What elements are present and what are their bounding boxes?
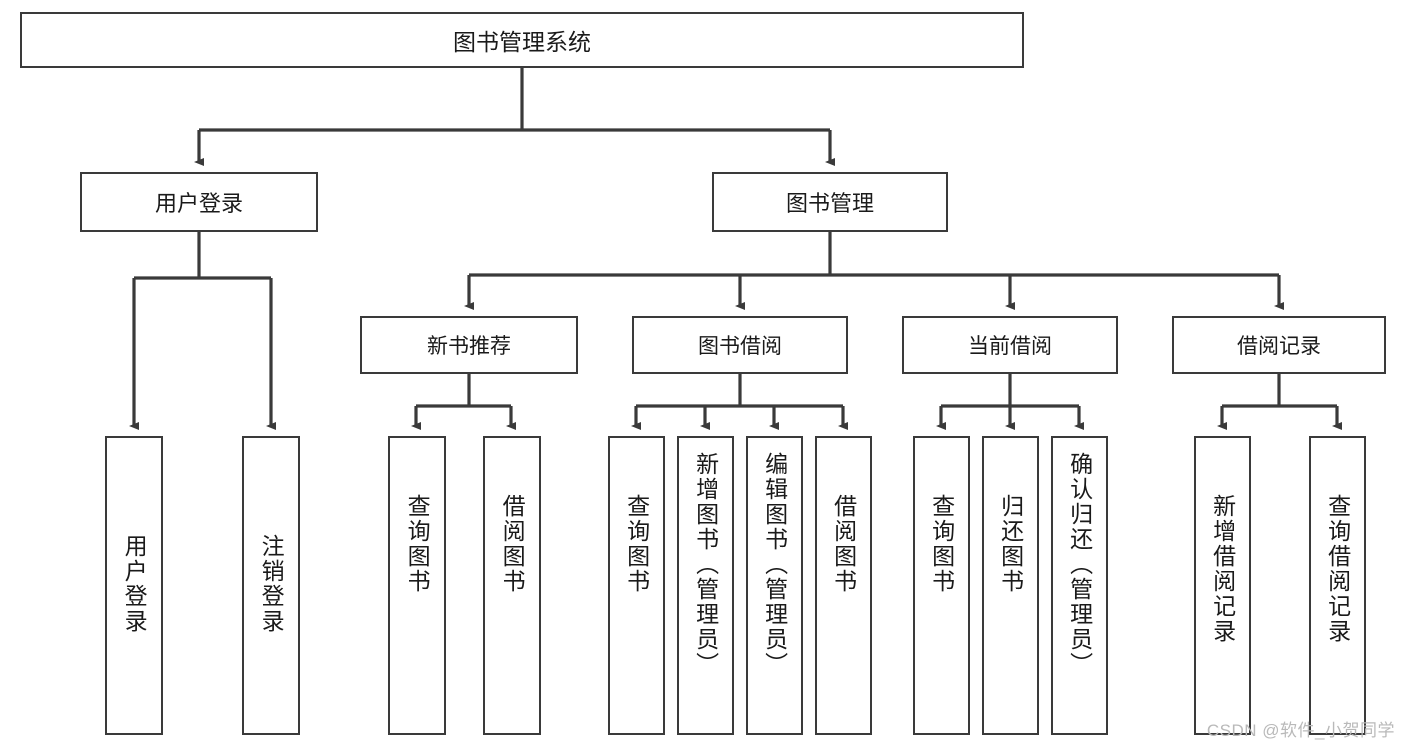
- leaf-user-login[interactable]: 用户登录: [105, 436, 163, 735]
- node-user-login-label: 用户登录: [154, 191, 243, 216]
- leaf-add-book-label: 新增图书（管理员）: [692, 452, 719, 677]
- leaf-logout[interactable]: 注销登录: [242, 436, 300, 735]
- watermark-text: CSDN @软件_小贺同学: [1206, 721, 1395, 740]
- leaf-edit-book[interactable]: 编辑图书（管理员）: [746, 436, 803, 735]
- leaf-borrow-book-1-label: 借阅图书: [499, 494, 526, 594]
- leaf-query-book-1[interactable]: 查询图书: [388, 436, 446, 735]
- node-root[interactable]: 图书管理系统: [20, 12, 1024, 68]
- node-current-borrow[interactable]: 当前借阅: [902, 316, 1118, 374]
- leaf-query-record-label: 查询借阅记录: [1324, 494, 1351, 644]
- node-current-borrow-label: 当前借阅: [968, 335, 1052, 358]
- leaf-confirm-return[interactable]: 确认归还（管理员）: [1051, 436, 1108, 735]
- leaf-return-book-label: 归还图书: [997, 494, 1024, 594]
- leaf-user-login-label: 用户登录: [121, 534, 148, 634]
- leaf-add-record-label: 新增借阅记录: [1209, 494, 1236, 644]
- leaf-query-book-2-label: 查询图书: [623, 494, 650, 594]
- leaf-confirm-return-label: 确认归还（管理员）: [1066, 452, 1093, 677]
- leaf-query-book-1-label: 查询图书: [404, 494, 431, 594]
- leaf-borrow-book-2-label: 借阅图书: [830, 494, 857, 594]
- leaf-add-book[interactable]: 新增图书（管理员）: [677, 436, 734, 735]
- node-book-borrow-label: 图书借阅: [698, 335, 782, 358]
- leaf-return-book[interactable]: 归还图书: [982, 436, 1039, 735]
- leaf-query-book-2[interactable]: 查询图书: [608, 436, 665, 735]
- node-borrow-record[interactable]: 借阅记录: [1172, 316, 1386, 374]
- leaf-query-book-3-label: 查询图书: [928, 494, 955, 594]
- leaf-logout-label: 注销登录: [258, 534, 285, 634]
- leaf-query-book-3[interactable]: 查询图书: [913, 436, 970, 735]
- node-new-book-rec-label: 新书推荐: [427, 335, 511, 358]
- leaf-edit-book-label: 编辑图书（管理员）: [761, 452, 788, 677]
- node-user-login[interactable]: 用户登录: [80, 172, 318, 232]
- leaf-borrow-book-1[interactable]: 借阅图书: [483, 436, 541, 735]
- node-new-book-rec[interactable]: 新书推荐: [360, 316, 578, 374]
- leaf-add-record[interactable]: 新增借阅记录: [1194, 436, 1251, 735]
- node-book-borrow[interactable]: 图书借阅: [632, 316, 848, 374]
- node-borrow-record-label: 借阅记录: [1237, 335, 1321, 358]
- node-book-manage[interactable]: 图书管理: [712, 172, 948, 232]
- leaf-query-record[interactable]: 查询借阅记录: [1309, 436, 1366, 735]
- node-root-label: 图书管理系统: [453, 29, 591, 55]
- node-book-manage-label: 图书管理: [785, 191, 874, 216]
- leaf-borrow-book-2[interactable]: 借阅图书: [815, 436, 872, 735]
